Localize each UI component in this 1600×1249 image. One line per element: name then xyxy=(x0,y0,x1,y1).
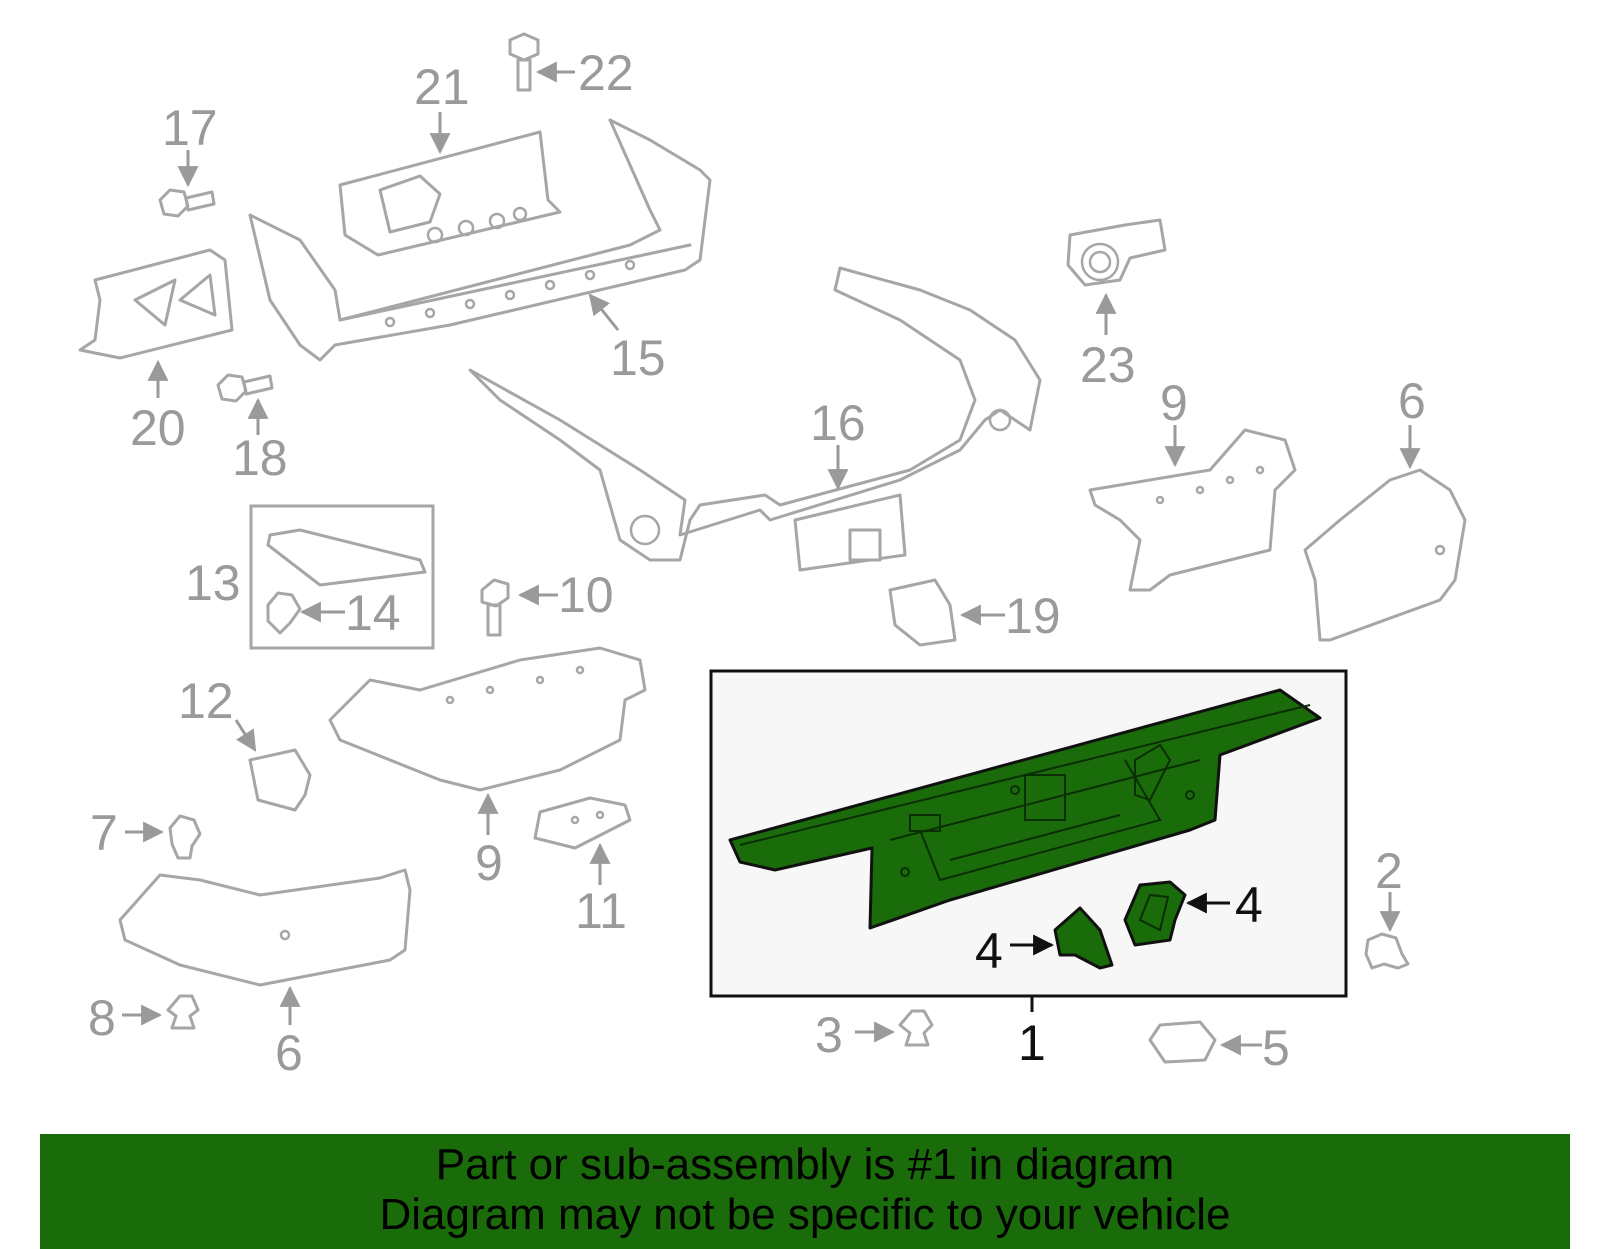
part-11-plate: 11 xyxy=(533,796,632,939)
callout-8: 8 xyxy=(88,990,116,1046)
part-8-clip: 8 xyxy=(88,990,200,1046)
callout-17: 17 xyxy=(162,100,218,156)
callout-3: 3 xyxy=(815,1007,843,1063)
callout-9a: 9 xyxy=(475,835,503,891)
callout-19: 19 xyxy=(1005,588,1061,644)
callout-15: 15 xyxy=(610,330,666,386)
part-6-left-cover: 6 xyxy=(118,868,412,1081)
part-22-bolt: 22 xyxy=(508,32,634,101)
part-19-plug: 19 xyxy=(888,578,1061,647)
callout-20: 20 xyxy=(130,400,186,456)
part-10-bolt: 10 xyxy=(480,567,614,637)
callout-4b: 4 xyxy=(1235,877,1263,933)
part-13-14-box: 13 14 xyxy=(185,504,435,650)
part-7-clip: 7 xyxy=(90,805,202,861)
part-23-sensor: 23 xyxy=(1066,218,1167,393)
part-9-left-bracket: 9 xyxy=(328,646,647,891)
part-17-bolt: 17 xyxy=(158,100,218,218)
callout-13: 13 xyxy=(185,555,241,611)
part-12-sensor-bracket: 12 xyxy=(178,673,312,812)
part-5-plug: 5 xyxy=(1148,1020,1290,1076)
callout-22: 22 xyxy=(578,45,634,101)
part-9-right-bracket: 9 xyxy=(1088,375,1297,592)
callout-11: 11 xyxy=(575,883,627,939)
callout-14: 14 xyxy=(345,585,401,641)
callout-7: 7 xyxy=(90,805,118,861)
part-16-hitch: 16 xyxy=(468,266,1042,572)
callout-10: 10 xyxy=(558,567,614,623)
callout-6a: 6 xyxy=(275,1025,303,1081)
banner-line-2: Diagram may not be specific to your vehi… xyxy=(379,1190,1231,1239)
callout-6b: 6 xyxy=(1398,373,1426,429)
part-4-bracket-left xyxy=(1053,906,1114,970)
callout-5: 5 xyxy=(1262,1020,1290,1076)
part-21-bracket: 21 xyxy=(338,59,562,257)
info-banner: Part or sub-assembly is #1 in diagram Di… xyxy=(40,1134,1570,1249)
part-18-bolt: 18 xyxy=(216,373,288,486)
banner-line-1: Part or sub-assembly is #1 in diagram xyxy=(435,1140,1175,1189)
callout-9b: 9 xyxy=(1160,375,1188,431)
callout-12: 12 xyxy=(178,673,234,729)
part-20-bracket: 20 xyxy=(78,248,234,456)
part-3-clip: 3 xyxy=(815,1007,934,1063)
callout-21: 21 xyxy=(414,59,470,115)
callout-23: 23 xyxy=(1080,337,1136,393)
part-15-reinforcement: 15 xyxy=(248,118,712,386)
callout-2: 2 xyxy=(1375,843,1403,899)
callout-1: 1 xyxy=(1018,1015,1046,1071)
callout-18: 18 xyxy=(232,430,288,486)
callout-16: 16 xyxy=(810,395,866,451)
part-2-clip: 2 xyxy=(1364,843,1410,970)
part-1-assembly-box: 4 4 1 xyxy=(709,669,1348,1071)
part-4-bracket-right xyxy=(1123,880,1187,947)
part-6-right-cover: 6 xyxy=(1303,373,1467,642)
callout-4a: 4 xyxy=(975,923,1003,979)
